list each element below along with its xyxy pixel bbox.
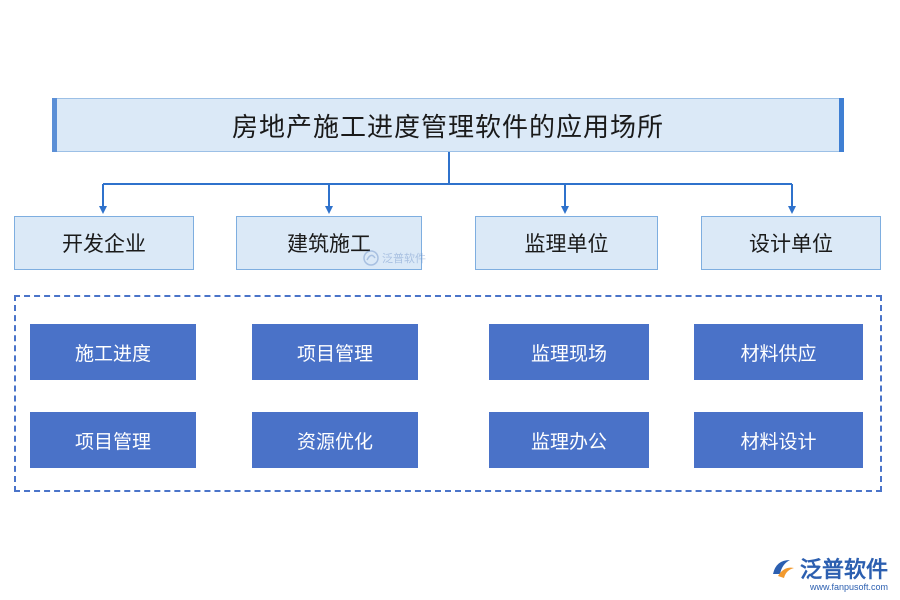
category-label: 开发企业 <box>62 232 146 256</box>
brand-logo-row: 泛普软件 <box>770 552 888 584</box>
scenario-item-label: 施工进度 <box>74 342 151 365</box>
brand-logo: 泛普软件 www.fanpusoft.com <box>770 552 888 592</box>
diagram-title: 房地产施工进度管理软件的应用场所 <box>52 98 844 152</box>
watermark: 泛普软件 <box>363 250 426 266</box>
scenario-item-6: 资源优化 <box>252 412 418 468</box>
scenario-item-2: 项目管理 <box>252 324 418 380</box>
diagram-title-text: 房地产施工进度管理软件的应用场所 <box>231 112 664 143</box>
scenario-item-label: 项目管理 <box>296 342 373 365</box>
scenario-item-label: 监理办公 <box>530 430 607 453</box>
scenario-item-label: 材料设计 <box>740 430 817 453</box>
watermark-text: 泛普软件 <box>382 252 426 265</box>
brand-url: www.fanpusoft.com <box>809 582 888 592</box>
watermark-logo-icon <box>363 250 379 266</box>
scenario-item-4: 材料供应 <box>694 324 863 380</box>
fanpu-logo-icon <box>772 560 794 578</box>
scenario-item-3: 监理现场 <box>489 324 649 380</box>
category-box-3: 监理单位 <box>475 216 658 270</box>
scenario-item-1: 施工进度 <box>30 324 196 380</box>
category-label: 设计单位 <box>749 232 833 256</box>
scenario-item-label: 项目管理 <box>74 430 151 453</box>
scenario-item-5: 项目管理 <box>30 412 196 468</box>
category-label: 监理单位 <box>524 232 609 256</box>
scenario-frame <box>14 295 882 492</box>
scenario-item-label: 资源优化 <box>296 430 373 453</box>
scenario-item-7: 监理办公 <box>489 412 649 468</box>
category-box-1: 开发企业 <box>14 216 194 270</box>
scenario-item-8: 材料设计 <box>694 412 863 468</box>
category-label: 建筑施工 <box>287 232 371 256</box>
category-box-2: 建筑施工 <box>236 216 422 270</box>
category-box-4: 设计单位 <box>701 216 881 270</box>
scenario-item-label: 材料供应 <box>740 342 817 365</box>
brand-name: 泛普软件 <box>799 558 888 583</box>
scenario-item-label: 监理现场 <box>530 342 607 365</box>
